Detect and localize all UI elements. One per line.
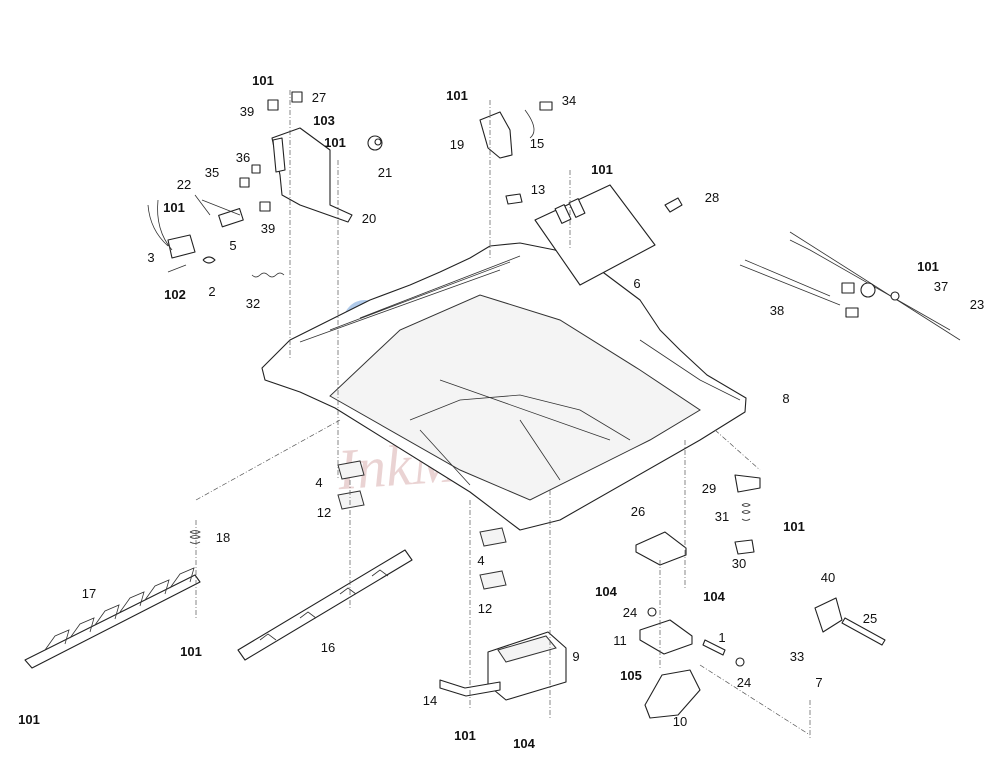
callout-39: 39 (240, 104, 254, 119)
callout-20: 20 (362, 211, 376, 226)
rod-assembly (739, 231, 961, 341)
callout-101: 101 (591, 162, 613, 177)
callout-37: 37 (934, 279, 948, 294)
guide-part-17 (24, 567, 201, 669)
callout-14: 14 (423, 693, 437, 708)
callout-16: 16 (321, 640, 335, 655)
callout-104: 104 (703, 589, 725, 604)
callout-22: 22 (177, 177, 191, 192)
callout-1: 1 (718, 630, 725, 645)
callout-36: 36 (236, 150, 250, 165)
callout-35: 35 (205, 165, 219, 180)
callout-28: 28 (705, 190, 719, 205)
pad-part-12-lower (479, 570, 507, 590)
callout-17: 17 (82, 586, 96, 601)
assembly-guide-lines (195, 90, 811, 738)
callout-101: 101 (454, 728, 476, 743)
callout-9: 9 (572, 649, 579, 664)
callout-105: 105 (620, 668, 642, 683)
sensor-bracket-assembly (479, 101, 553, 205)
callout-104: 104 (595, 584, 617, 599)
callout-40: 40 (821, 570, 835, 585)
hinge-assembly (635, 474, 886, 719)
callout-101: 101 (180, 644, 202, 659)
callout-11: 11 (613, 633, 627, 648)
pad-part-4-lower (479, 527, 507, 547)
callout-104: 104 (513, 736, 535, 751)
callout-24: 24 (623, 605, 637, 620)
callout-34: 34 (562, 93, 576, 108)
callout-31: 31 (715, 509, 729, 524)
spring-part-18 (189, 530, 201, 544)
callout-101: 101 (783, 519, 805, 534)
callout-101: 101 (18, 712, 40, 727)
sensor-unit-part-9 (439, 631, 567, 701)
callout-103: 103 (313, 113, 335, 128)
callout-23: 23 (970, 297, 984, 312)
callout-101: 101 (252, 73, 274, 88)
callout-3: 3 (147, 250, 154, 265)
pad-part-4 (337, 460, 365, 480)
callout-2: 2 (208, 284, 215, 299)
callout-8: 8 (782, 391, 789, 406)
callout-21: 21 (378, 165, 392, 180)
callout-101: 101 (163, 200, 185, 215)
frame-part-8 (261, 242, 747, 531)
callout-101: 101 (917, 259, 939, 274)
callout-101: 101 (446, 88, 468, 103)
callout-5: 5 (229, 238, 236, 253)
callout-7: 7 (815, 675, 822, 690)
callout-29: 29 (702, 481, 716, 496)
callout-4: 4 (477, 553, 484, 568)
callout-101: 101 (324, 135, 346, 150)
pads (337, 460, 507, 590)
callout-30: 30 (732, 556, 746, 571)
callout-10: 10 (673, 714, 687, 729)
guide-part-16 (237, 549, 413, 661)
callout-38: 38 (770, 303, 784, 318)
callout-24: 24 (737, 675, 751, 690)
callout-32: 32 (246, 296, 260, 311)
callout-6: 6 (633, 276, 640, 291)
callout-15: 15 (530, 136, 544, 151)
callout-33: 33 (790, 649, 804, 664)
callout-19: 19 (450, 137, 464, 152)
callout-12: 12 (317, 505, 331, 520)
callout-4: 4 (315, 475, 322, 490)
callout-39: 39 (261, 221, 275, 236)
control-board-part-6 (534, 184, 683, 286)
callout-12: 12 (478, 601, 492, 616)
callout-102: 102 (164, 287, 186, 302)
pad-part-12 (337, 490, 365, 510)
callout-18: 18 (216, 530, 230, 545)
callout-13: 13 (531, 182, 545, 197)
drive-assembly (147, 91, 383, 278)
callout-26: 26 (631, 504, 645, 519)
callout-27: 27 (312, 90, 326, 105)
callout-25: 25 (863, 611, 877, 626)
